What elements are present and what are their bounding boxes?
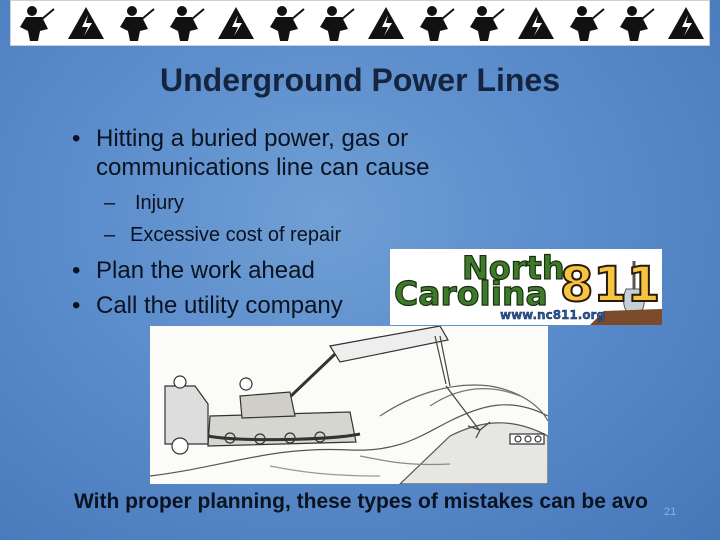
sub-bullet-dash: – [104, 224, 116, 246]
worker-figure-icon [620, 6, 655, 41]
bullet-plan-work: • Plan the work ahead [72, 256, 315, 285]
logo-word-carolina: Carolina [394, 274, 548, 313]
footer-caption: With proper planning, these types of mis… [74, 490, 648, 513]
worker-figure-icon [320, 6, 355, 41]
warning-sign-icon [68, 7, 104, 39]
bullet-text: Plan the work ahead [96, 257, 315, 284]
header-banner [10, 0, 710, 46]
worker-figure-icon [270, 6, 305, 41]
nc811-logo-graphic: North Carolina 811 www.nc811.org [393, 249, 662, 325]
sub-bullet-cost: – Excessive cost of repair [104, 224, 341, 247]
excavator-sketch-image [149, 325, 549, 485]
excavator-illustration [149, 325, 549, 485]
bullet-call-utility: • Call the utility company [72, 291, 343, 320]
worker-figure-icon [470, 6, 505, 41]
worker-figure-icon [570, 6, 605, 41]
worker-figure-icon [120, 6, 155, 41]
logo-word-north: North [462, 249, 565, 287]
bullet-hitting-line: • Hitting a buried power, gas or communi… [72, 124, 430, 182]
logo-number-811: 811 [560, 257, 660, 313]
bullet-text-line1: Hitting a buried power, gas or [96, 125, 409, 152]
warning-sign-icon [218, 7, 254, 39]
bullet-dot: • [72, 292, 81, 319]
logo-url: www.nc811.org [500, 308, 605, 322]
slide-number: 21 [664, 506, 677, 518]
bullet-text: Call the utility company [96, 292, 343, 319]
bullet-dot: • [72, 257, 81, 284]
warning-sign-icon [668, 7, 704, 39]
bullet-text-line2: communications line can cause [96, 154, 430, 181]
worker-figure-icon [170, 6, 205, 41]
warning-sign-icon [368, 7, 404, 39]
worker-figure-icon [420, 6, 455, 41]
sub-bullet-text: Excessive cost of repair [130, 224, 342, 246]
worker-silhouettes-icon [20, 6, 704, 41]
dirt-pile [590, 309, 662, 325]
nc811-logo: North Carolina 811 www.nc811.org [390, 249, 662, 325]
warning-sign-icon [518, 7, 554, 39]
sub-bullet-injury: – Injury [104, 192, 184, 215]
sub-bullet-text: Injury [135, 192, 184, 214]
sub-bullet-dash: – [104, 192, 116, 214]
slide-title: Underground Power Lines [159, 62, 561, 98]
worker-figure-icon [20, 6, 55, 41]
bullet-dot: • [72, 125, 81, 152]
